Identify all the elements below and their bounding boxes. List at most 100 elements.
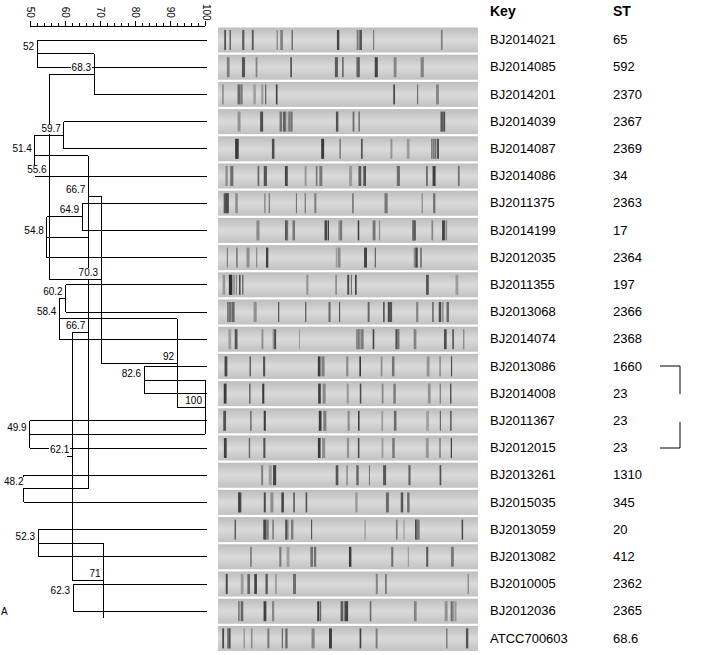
- gel-band: [229, 275, 232, 295]
- gel-band: [223, 411, 226, 431]
- gel-band: [384, 193, 387, 213]
- strain-key: BJ2015035: [490, 496, 556, 510]
- gel-band: [252, 30, 254, 50]
- strain-key: BJ2014201: [490, 88, 556, 102]
- gel-band: [358, 112, 359, 132]
- sequence-type: 2364: [613, 251, 642, 265]
- gel-band: [391, 547, 393, 567]
- branch-line: [107, 23, 108, 26]
- gel-band: [364, 248, 367, 268]
- gel-band: [312, 628, 315, 648]
- scale-label: 60: [60, 6, 71, 17]
- gel-band: [431, 220, 433, 240]
- sequence-type: 2365: [613, 604, 642, 618]
- gel-band: [236, 139, 239, 159]
- similarity-value: 58.4: [36, 307, 57, 318]
- gel-band: [226, 574, 228, 594]
- gel-band: [348, 411, 350, 431]
- gel-band: [359, 356, 361, 376]
- gel-band: [263, 356, 265, 376]
- strain-key: BJ2011375: [490, 196, 555, 210]
- sequence-type: 345: [613, 496, 635, 510]
- gel-band: [431, 139, 432, 159]
- branch-line: [58, 23, 59, 26]
- branch-line: [73, 611, 207, 612]
- gel-band: [349, 166, 352, 186]
- branch-line: [51, 23, 52, 26]
- gel-band: [407, 492, 409, 512]
- gel-band: [415, 520, 417, 540]
- sequence-type: 197: [613, 278, 635, 292]
- gel-band: [346, 356, 348, 376]
- gel-band: [323, 411, 326, 431]
- gel-band: [225, 356, 228, 376]
- gel-band: [319, 166, 322, 186]
- branch-line: [73, 584, 207, 585]
- gel-band: [239, 275, 241, 295]
- gel-band: [442, 220, 445, 240]
- gel-band: [414, 248, 415, 268]
- gel-band: [223, 275, 225, 295]
- branch-line: [24, 475, 207, 476]
- gel-band: [347, 465, 348, 485]
- gel-band: [224, 193, 226, 213]
- branch-line: [163, 23, 164, 26]
- gel-lane: [218, 436, 478, 461]
- gel-band: [339, 139, 341, 159]
- strain-key: BJ2014008: [490, 387, 556, 401]
- similarity-value: 52: [22, 42, 35, 53]
- branch-line: [72, 23, 73, 26]
- sequence-type: 2363: [613, 196, 642, 210]
- gel-band: [426, 411, 429, 431]
- gel-band: [266, 248, 268, 268]
- gel-band: [288, 112, 290, 132]
- gel-band: [452, 329, 454, 349]
- branch-line: [30, 434, 205, 435]
- gel-band: [261, 465, 263, 485]
- branch-line: [50, 176, 89, 177]
- gel-band: [227, 57, 230, 77]
- gel-band: [392, 438, 395, 458]
- gel-band: [306, 275, 308, 295]
- branch-line: [24, 488, 89, 489]
- gel-band: [359, 329, 361, 349]
- gel-band: [413, 220, 416, 240]
- gel-band: [263, 520, 266, 540]
- gel-band: [242, 57, 245, 77]
- gel-band: [339, 302, 340, 322]
- gel-band: [323, 384, 326, 404]
- sequence-type: 68.6: [613, 632, 638, 646]
- sequence-type: 34: [613, 169, 627, 183]
- gel-band: [428, 384, 431, 404]
- gel-band: [263, 438, 265, 458]
- gel-band: [299, 329, 300, 349]
- gel-band: [414, 329, 417, 349]
- gel-band: [310, 547, 313, 567]
- gel-band: [335, 275, 336, 295]
- gel-band: [463, 329, 464, 349]
- gel-band: [283, 112, 285, 132]
- gel-band: [320, 601, 321, 621]
- gel-band: [260, 112, 263, 132]
- gel-band: [376, 628, 378, 648]
- sequence-type: 2369: [613, 142, 642, 156]
- gel-band: [256, 220, 259, 240]
- gel-band: [364, 520, 365, 540]
- gel-band: [249, 384, 250, 404]
- branch-line: [170, 21, 171, 26]
- gel-band: [285, 520, 287, 540]
- branch-line: [103, 543, 104, 618]
- gel-band: [347, 438, 349, 458]
- gel-band: [439, 356, 440, 376]
- gel-band: [273, 329, 275, 349]
- gel-lane: [218, 626, 478, 651]
- branch-line: [177, 23, 178, 26]
- gel-band: [318, 356, 321, 376]
- branch-line: [47, 216, 82, 217]
- gel-band: [432, 302, 433, 322]
- gel-band: [266, 520, 269, 540]
- gel-lane: [218, 544, 478, 569]
- gel-band: [224, 30, 225, 50]
- branch-line: [59, 298, 65, 299]
- gel-lane: [218, 136, 478, 161]
